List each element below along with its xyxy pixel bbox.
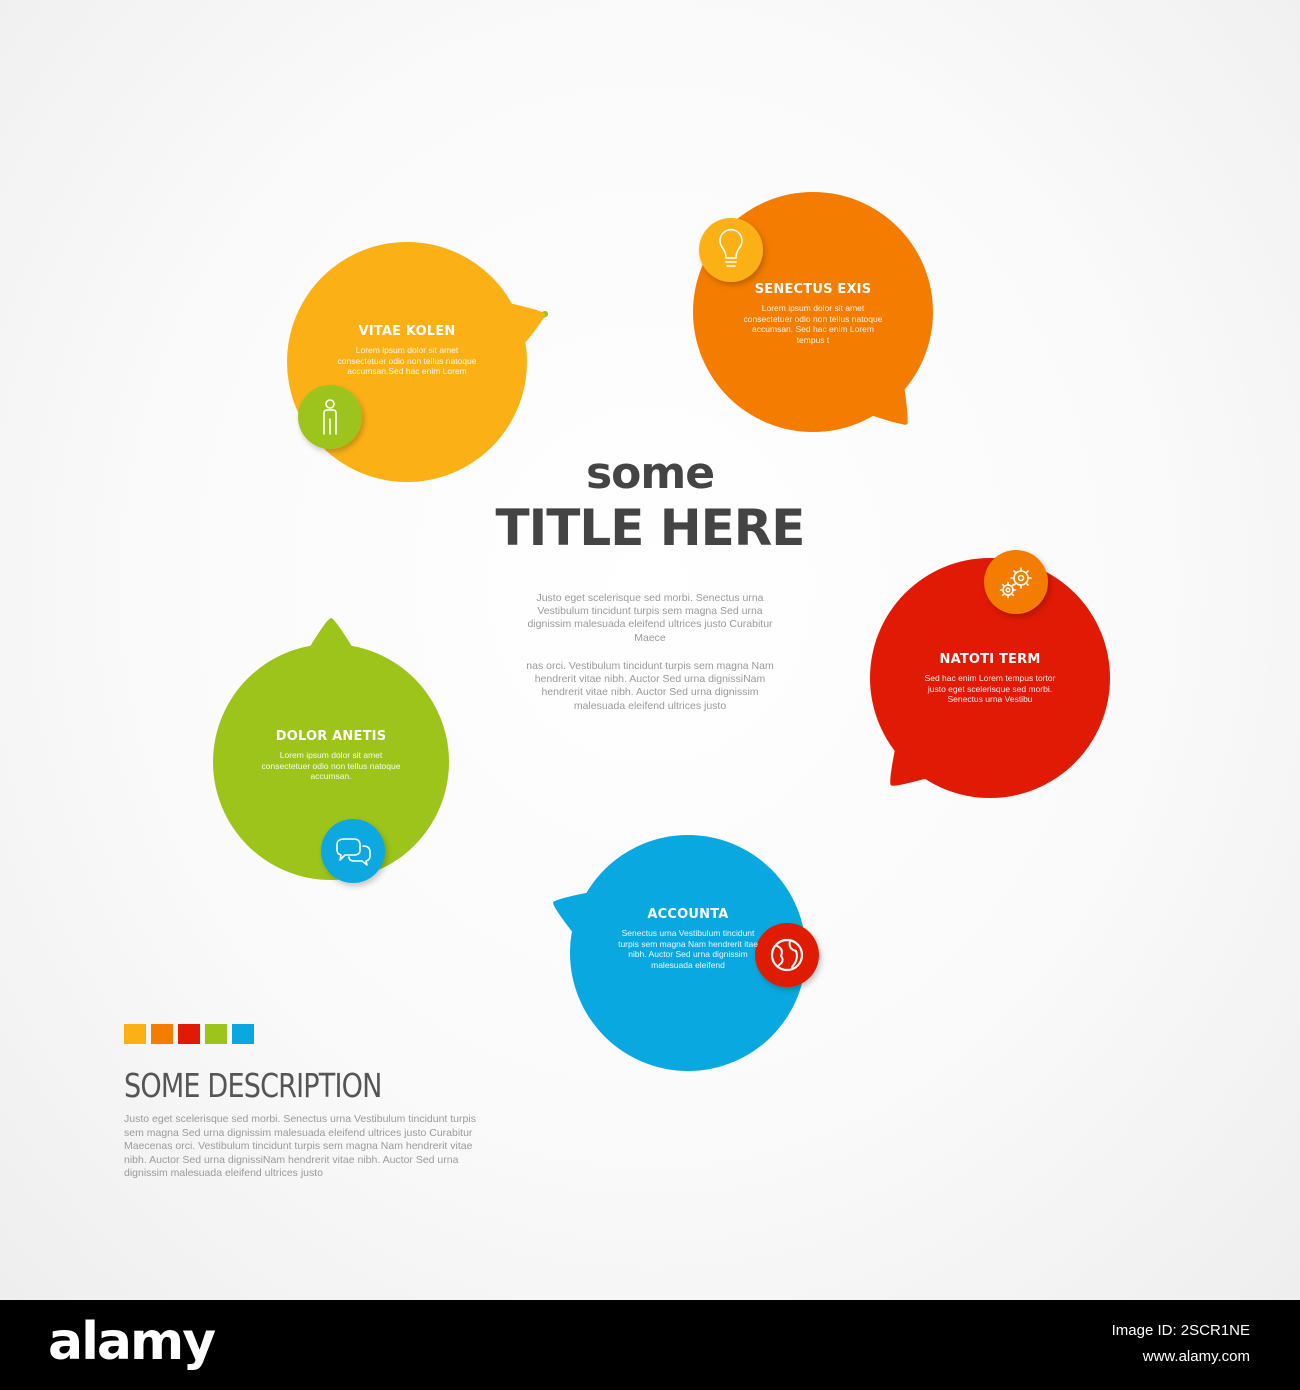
- description-body: Justo eget scelerisque sed morbi. Senect…: [124, 1113, 476, 1179]
- globe-icon-glyph: [770, 938, 804, 972]
- color-legend: [124, 1024, 254, 1044]
- step-tail-3: [890, 736, 939, 786]
- footer-logo: alamy: [48, 1312, 216, 1372]
- step-description: Lorem ipsum dolor sit amet consectetuer …: [261, 750, 401, 781]
- step-3: NATOTI TERM Sed hac enim Lorem tempus tor…: [915, 652, 1065, 705]
- title-line-2: TITLE HERE: [495, 499, 806, 557]
- center-paragraph-1: Justo eget scelerisque sed morbi. Senect…: [527, 592, 773, 644]
- icon-badges: [298, 218, 1048, 987]
- step-title: DOLOR ANETIS: [275, 729, 387, 744]
- step-title: VITAE KOLEN: [358, 324, 456, 339]
- main-title: some TITLE HERE: [470, 448, 830, 556]
- footer-url: www.alamy.com: [1142, 1348, 1250, 1365]
- step-title: SENECTUS EXIS: [754, 282, 872, 297]
- legend-swatch-1: [124, 1024, 146, 1044]
- step-tail-1: [497, 300, 545, 354]
- legend-swatch-3: [178, 1024, 200, 1044]
- step-4: ACCOUNTA Senectus urna Vestibulum tincidu…: [613, 907, 763, 970]
- globe-icon: [755, 923, 819, 987]
- step-description: Senectus urna Vestibulum tincidunt turpi…: [618, 928, 758, 970]
- chat-icon-glyph: [336, 838, 371, 866]
- gears-icon-glyph: [999, 567, 1032, 599]
- step-5: DOLOR ANETIS Lorem ipsum dolor sit amet c…: [256, 729, 406, 782]
- legend-swatch-2: [151, 1024, 173, 1044]
- step-1: VITAE KOLEN Lorem ipsum dolor sit amet co…: [332, 324, 482, 377]
- person-icon-glyph: [323, 399, 337, 435]
- lightbulb-icon-glyph: [719, 228, 743, 267]
- footer-bar: alamy Image ID: 2SCR1NE www.alamy.com: [0, 1300, 1300, 1390]
- step-tail-4: [553, 890, 601, 943]
- center-paragraph-2: nas orci. Vestibulum tincidunt turpis se…: [526, 660, 774, 712]
- person-icon: [298, 385, 362, 449]
- cycle-diagram: [213, 192, 1110, 1071]
- step-bubble-5: [213, 644, 449, 880]
- legend-swatch-5: [232, 1024, 254, 1044]
- step-description: Lorem ipsum dolor sit amet consectetuer …: [743, 303, 883, 345]
- footer-image-id: Image ID: 2SCR1NE: [1111, 1322, 1250, 1339]
- step-2: SENECTUS EXIS Lorem ipsum dolor sit amet …: [738, 282, 888, 345]
- lightbulb-icon: [699, 218, 763, 282]
- step-bubble-4: [570, 835, 806, 1071]
- description-title: SOME DESCRIPTION: [124, 1066, 382, 1105]
- title-line-1: some: [585, 448, 715, 499]
- step-description: Sed hac enim Lorem tempus tortor justo e…: [924, 673, 1056, 704]
- chat-icon: [321, 819, 385, 883]
- step-title: ACCOUNTA: [647, 907, 729, 922]
- step-tail-2: [859, 375, 908, 425]
- step-tail-5: [303, 618, 359, 658]
- legend-swatch-4: [205, 1024, 227, 1044]
- step-title: NATOTI TERM: [939, 652, 1041, 667]
- step-description: Lorem ipsum dolor sit amet consectetuer …: [337, 345, 477, 376]
- step-bubble-3: [870, 558, 1110, 798]
